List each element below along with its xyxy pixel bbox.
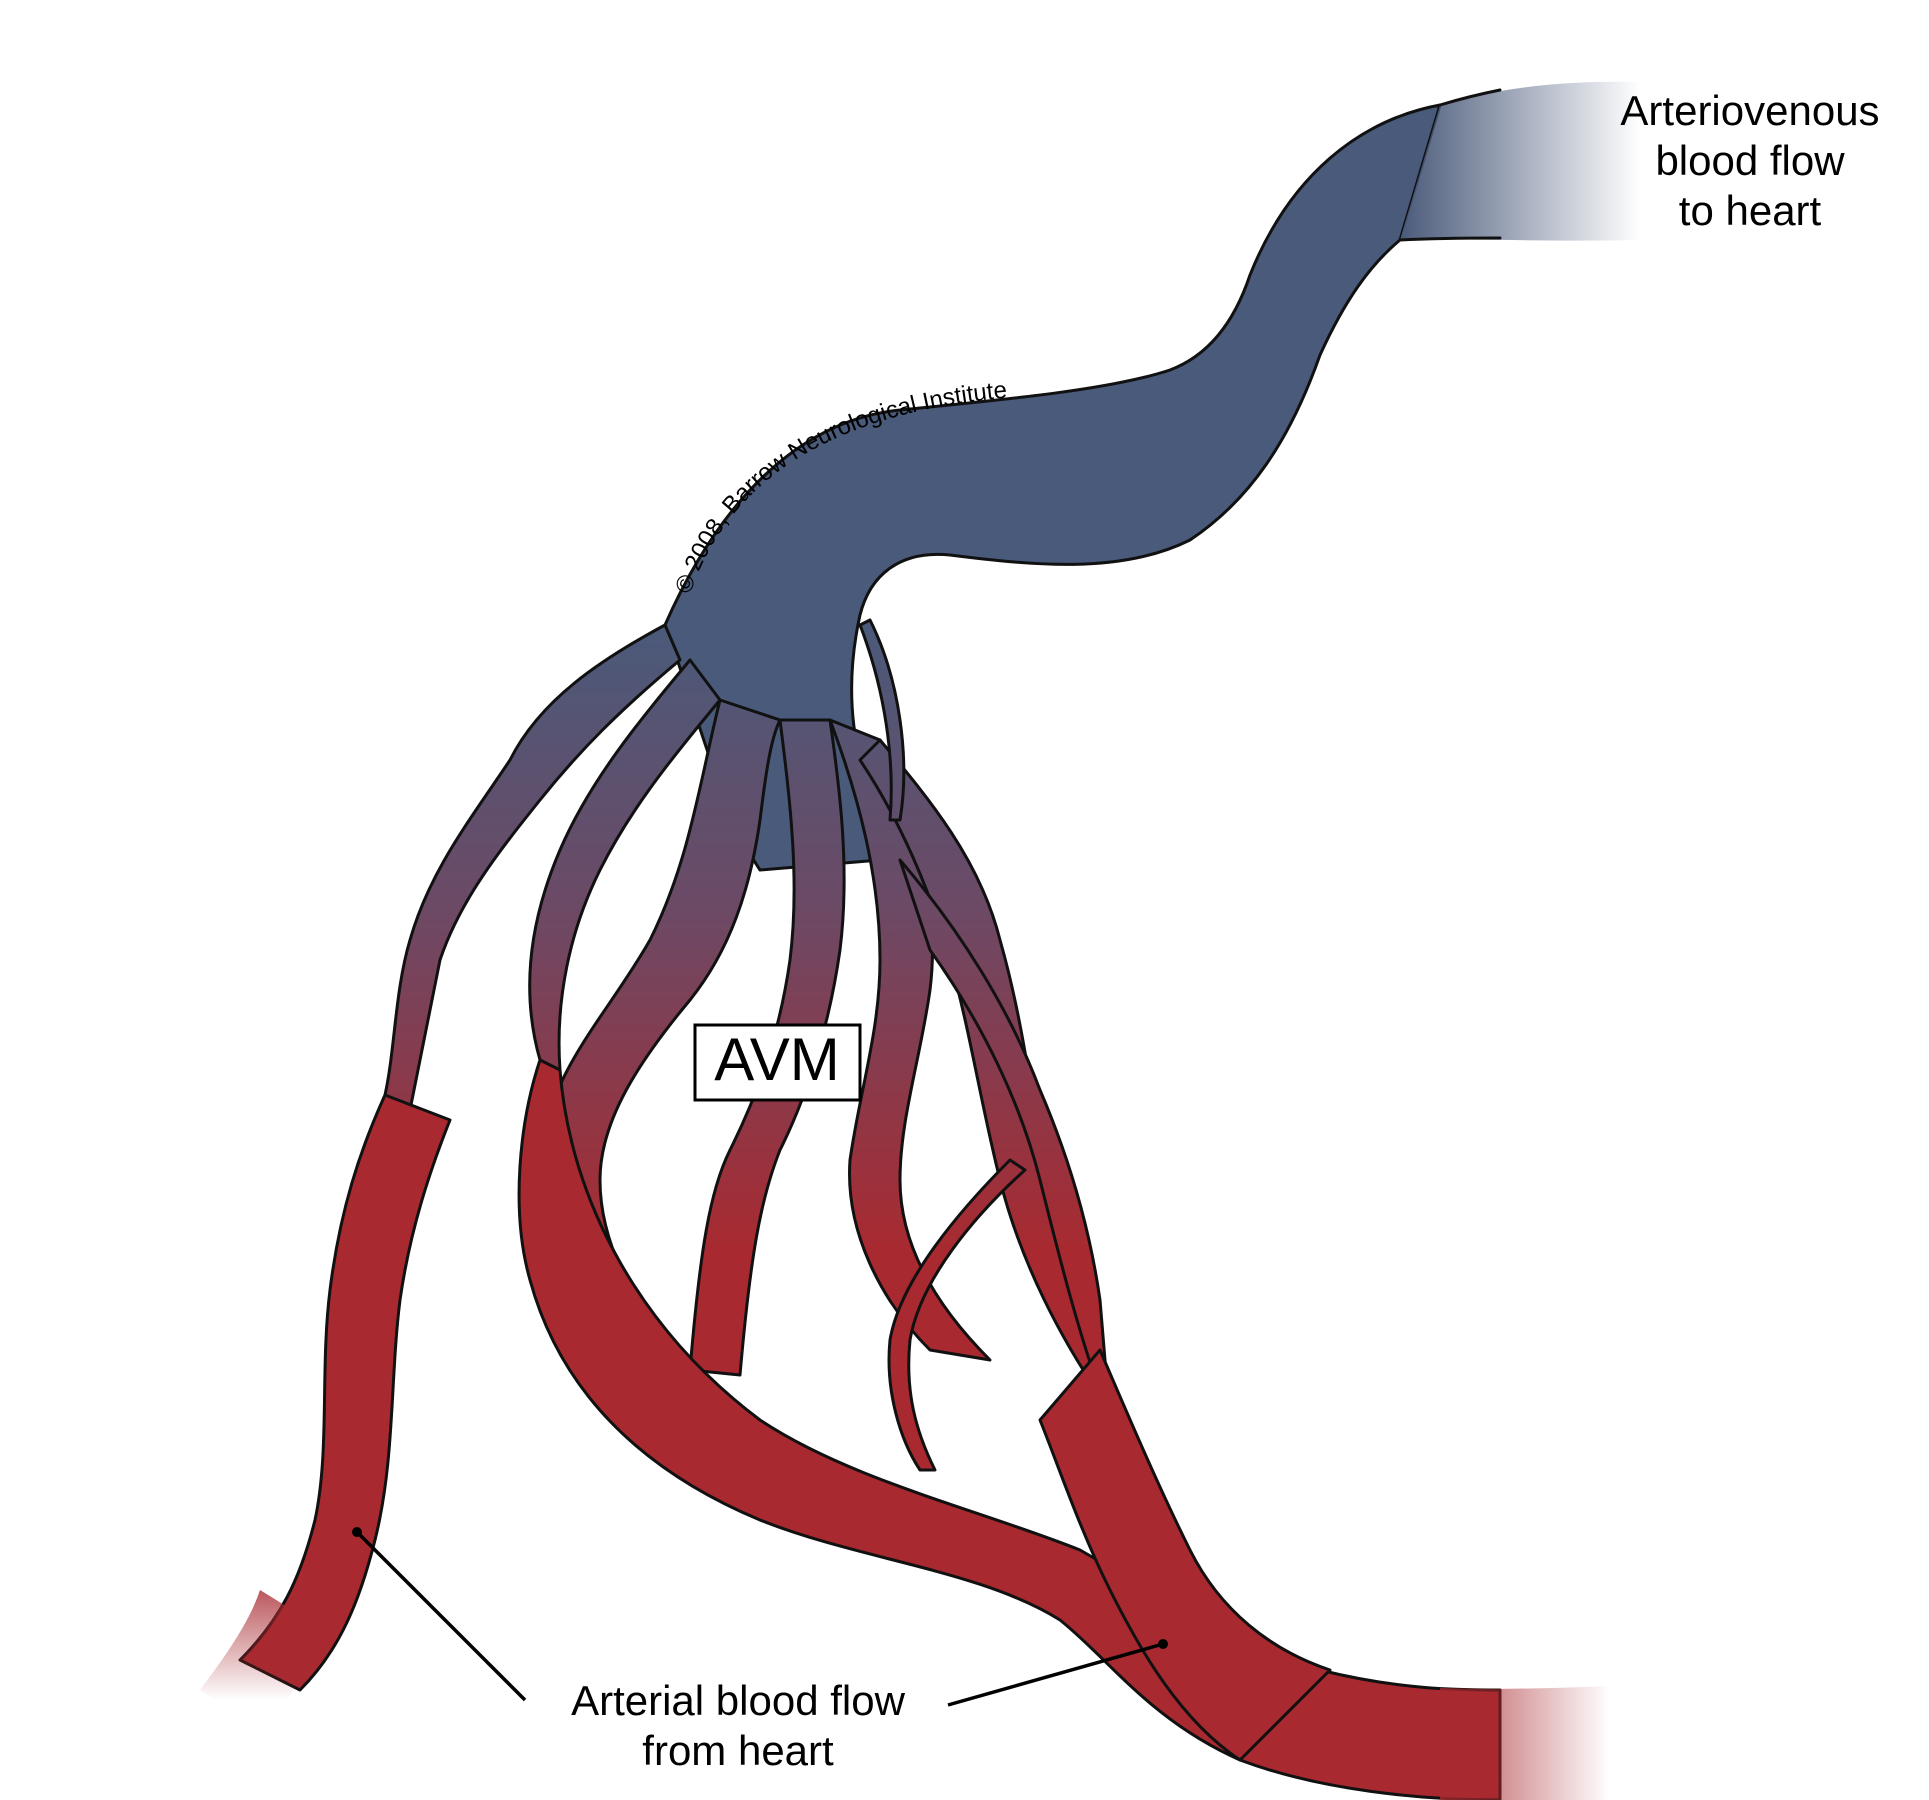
- draining-vein-body: [663, 103, 1442, 872]
- arterial-flow-label: Arterial blood flow from heart: [571, 1677, 905, 1774]
- nidus-vessel-center: [688, 718, 846, 1377]
- venous-label-line1: Arteriovenous: [1620, 87, 1879, 134]
- venous-outlet-edge-top: [1438, 88, 1502, 107]
- nidus-vessel-right-small: [858, 618, 906, 822]
- arterial-label-leaders: [352, 1527, 1168, 1707]
- right-artery-outlet: [1440, 1686, 1610, 1800]
- arterial-label-line2: from heart: [642, 1727, 834, 1774]
- arterial-feeders: [200, 1058, 1610, 1800]
- left-artery-inlet: [200, 1590, 325, 1730]
- draining-vein: [663, 81, 1640, 872]
- venous-outlet: [1400, 81, 1640, 241]
- venous-outlet-edge-bottom: [1398, 236, 1502, 242]
- nidus-loop-low: [887, 1158, 1027, 1472]
- avm-label-box: [693, 1023, 862, 1102]
- venous-flow-label: Arteriovenous blood flow to heart: [1620, 87, 1879, 234]
- leader-line-left: [355, 1530, 527, 1702]
- left-feeding-artery: [238, 1093, 452, 1692]
- arterial-label-line1: Arterial blood flow: [571, 1677, 905, 1724]
- avm-nidus: [383, 618, 1112, 1472]
- bottom-feeding-artery: [517, 1058, 1502, 1800]
- avm-label-text: AVM: [714, 1026, 840, 1093]
- right-feeding-artery: [1038, 1348, 1332, 1762]
- venous-label-line2: blood flow: [1655, 137, 1845, 184]
- avm-label: AVM: [693, 1023, 862, 1102]
- leader-line-right: [947, 1642, 1164, 1707]
- venous-label-line3: to heart: [1679, 187, 1822, 234]
- nidus-vessel-center-right: [828, 718, 992, 1362]
